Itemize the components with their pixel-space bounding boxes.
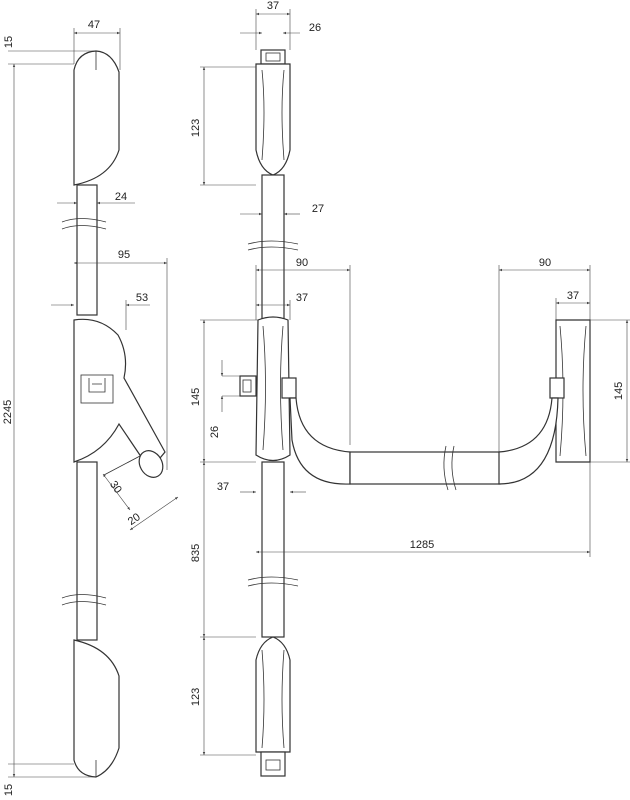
front-bottom-endcap <box>260 751 286 777</box>
dim-hub-height-left: 145 <box>190 388 202 406</box>
dim-side-bottom-offset: 15 <box>3 784 15 796</box>
dim-top-cap-height: 123 <box>190 119 202 137</box>
front-view: 37 26 123 27 90 37 145 <box>190 0 591 777</box>
front-bottom-grip <box>255 636 291 753</box>
side-top-cap <box>73 50 120 186</box>
dim-lower-height: 835 <box>190 544 202 562</box>
front-pin <box>239 375 257 397</box>
dim-bar-length: 1285 <box>410 539 434 551</box>
front-top-grip <box>255 63 291 176</box>
right-arm <box>498 397 559 485</box>
front-horizontal-bar <box>349 451 501 485</box>
dim-rod-diameter: 24 <box>115 191 127 203</box>
side-handle-body <box>73 318 166 471</box>
side-square-hub <box>80 374 114 404</box>
dim-handle-offset: 53 <box>136 292 148 304</box>
side-bottom-cap <box>73 639 120 778</box>
dim-rod-width: 27 <box>312 203 324 215</box>
right-hub-view: 90 37 145 <box>498 257 630 485</box>
dim-pin-height: 26 <box>209 426 221 438</box>
dim-knob-30: 30 <box>107 479 124 496</box>
dim-lower-rod-width: 37 <box>217 481 229 493</box>
dim-handle-depth-right: 90 <box>539 257 551 269</box>
dim-knob-20: 20 <box>126 511 143 528</box>
side-upper-rod <box>76 184 98 316</box>
dim-arm-projection: 95 <box>118 249 130 261</box>
dim-bottom-cap-height: 123 <box>190 688 202 706</box>
dim-front-rod: 26 <box>309 22 321 34</box>
front-lower-rod <box>261 461 285 638</box>
side-lower-rod <box>76 461 98 641</box>
dim-hub-width-right: 37 <box>567 290 579 302</box>
dim-hub-height-right: 145 <box>613 382 625 400</box>
dim-side-top-offset: 15 <box>3 36 15 48</box>
side-knob <box>138 450 164 478</box>
dim-handle-depth-left: 90 <box>296 257 308 269</box>
dim-side-total-height: 2245 <box>2 400 14 424</box>
front-top-endcap <box>260 49 286 65</box>
dim-hub-width-left: 37 <box>296 292 308 304</box>
dim-front-width: 37 <box>267 0 279 12</box>
side-view: 15 2245 15 47 24 95 53 <box>2 19 179 796</box>
front-left-arm <box>289 397 351 485</box>
dim-side-width: 47 <box>88 19 100 31</box>
